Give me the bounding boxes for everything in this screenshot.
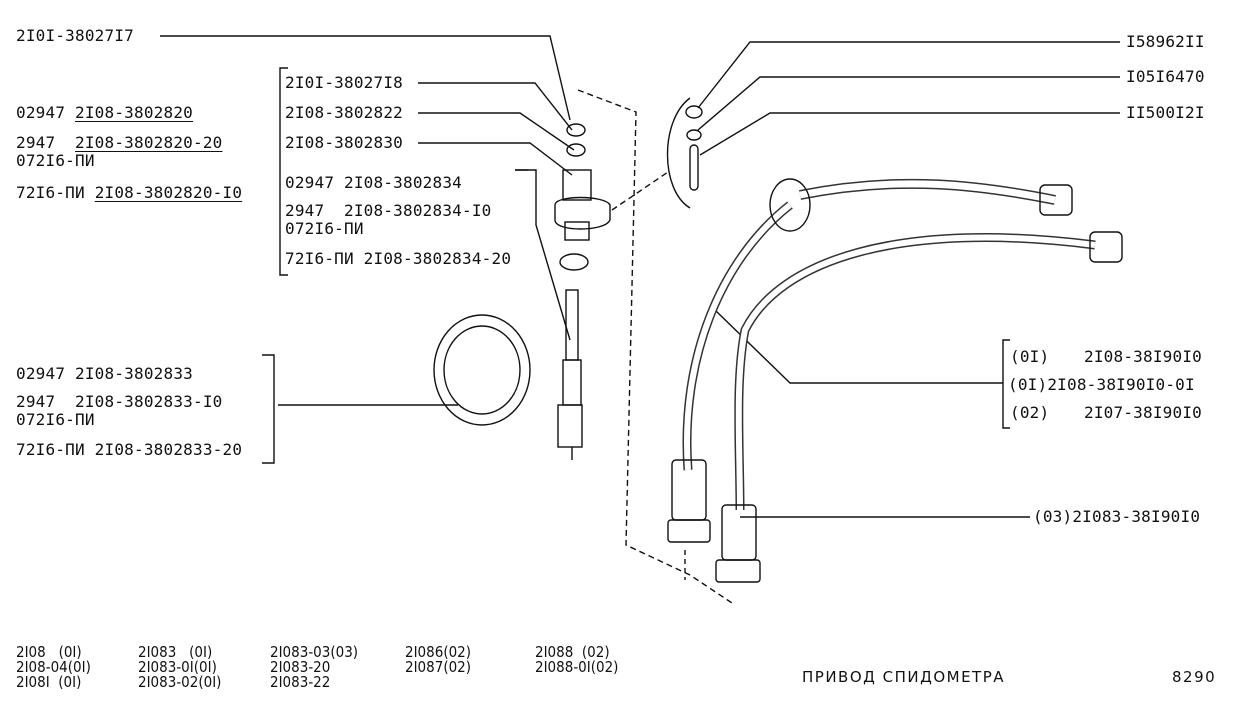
part-label: (02) — [1010, 403, 1050, 422]
o-ring — [559, 253, 589, 271]
part-label: I05I6470 — [1126, 67, 1205, 86]
shaft-sleeve — [562, 359, 582, 406]
leader-line — [515, 169, 571, 341]
bracket — [666, 97, 691, 209]
leader-line — [697, 76, 1120, 131]
part-label: 72I6-ПИ 2I08-3802834-20 — [285, 249, 512, 268]
part-variant: 2947 — [16, 133, 56, 152]
flange — [554, 196, 611, 230]
nut — [685, 105, 703, 119]
part-label: 2I08-3802830 — [285, 133, 403, 152]
part-variant: 02947 — [16, 103, 66, 122]
leader-line — [697, 41, 1120, 109]
part-label: (03)2I083-38I90I0 — [1033, 507, 1201, 526]
part-label: 072I6-ПИ — [16, 410, 95, 429]
cable-end-fitting — [1039, 184, 1073, 216]
part-label: 2947 2I08-3802820-20 — [16, 134, 223, 152]
part-number: 2I08-3802820-I0 — [94, 183, 243, 202]
dashed-line — [611, 171, 669, 211]
bracket — [1002, 339, 1010, 429]
cable-end-nut — [667, 519, 711, 543]
page-number: 8290 — [1172, 668, 1217, 686]
part-variant: 72I6-ПИ — [16, 183, 85, 202]
stud — [689, 144, 699, 191]
model-applicability: 2I083-03(03) 2I083-20 2I083-22 — [270, 643, 359, 691]
threaded-body — [562, 169, 592, 201]
model-applicability: 2I086(02) 2I087(02) — [405, 643, 472, 676]
part-label: 2I08-3802822 — [285, 103, 403, 122]
part-label: 2947 2I08-3802833-I0 — [16, 392, 223, 411]
part-label: 072I6-ПИ — [285, 219, 364, 238]
housing-neck — [564, 221, 590, 241]
washer — [686, 129, 702, 141]
leader-line — [418, 142, 573, 176]
sheet-title: ПРИВОД СПИДОМЕТРА — [802, 668, 1006, 686]
part-label: 72I6-ПИ 2I08-3802833-20 — [16, 440, 243, 459]
part-label: 02947 2I08-3802834 — [285, 173, 462, 192]
nut — [566, 123, 586, 137]
bracket — [279, 67, 288, 276]
part-number: 2I08-3802820 — [75, 103, 194, 122]
part-number: 2I08-3802820-20 — [75, 133, 223, 152]
ring-gear-inner — [443, 325, 521, 415]
part-label: 072I6-ПИ — [16, 151, 95, 170]
leader-line — [418, 112, 575, 151]
part-label: I58962II — [1126, 32, 1205, 51]
washer — [566, 143, 586, 157]
bracket — [262, 354, 275, 464]
leader-line — [699, 112, 1120, 156]
part-label: 02947 2I08-3802833 — [16, 364, 193, 383]
grommet — [769, 178, 811, 232]
drive-gear — [557, 404, 583, 448]
cable-end-nut — [721, 504, 757, 561]
ring-gear-outer — [433, 314, 531, 426]
model-applicability: 2I083 (0I) 2I083-0I(0I) 2I083-02(0I) — [138, 643, 222, 691]
model-applicability: 2I08 (0I) 2I08-04(0I) 2I08I (0I) — [16, 643, 91, 691]
part-label: 2I0I-38027I7 — [16, 26, 134, 45]
part-label: 2947 2I08-3802834-I0 — [285, 201, 492, 220]
part-label: (0I)2I08-38I90I0-0I — [1008, 375, 1195, 394]
drive-shaft — [565, 289, 579, 361]
leader-line — [160, 35, 571, 121]
part-label: 02947 2I08-3802820 — [16, 104, 193, 122]
leader-line — [418, 82, 573, 131]
part-label: (0I) — [1010, 347, 1050, 366]
part-label: II500I2I — [1126, 103, 1205, 122]
part-label: 2I07-38I90I0 — [1084, 403, 1202, 422]
part-label: 72I6-ПИ 2I08-3802820-I0 — [16, 184, 242, 202]
model-applicability: 2I088 (02) 2I088-0I(02) — [535, 643, 619, 676]
cable-end-fitting — [1089, 231, 1123, 263]
cable-end-nut — [715, 559, 761, 583]
part-label: 2I0I-38027I8 — [285, 73, 403, 92]
leader-line — [714, 309, 1003, 384]
dashed-line — [577, 89, 736, 606]
part-label: 2I08-38I90I0 — [1084, 347, 1202, 366]
